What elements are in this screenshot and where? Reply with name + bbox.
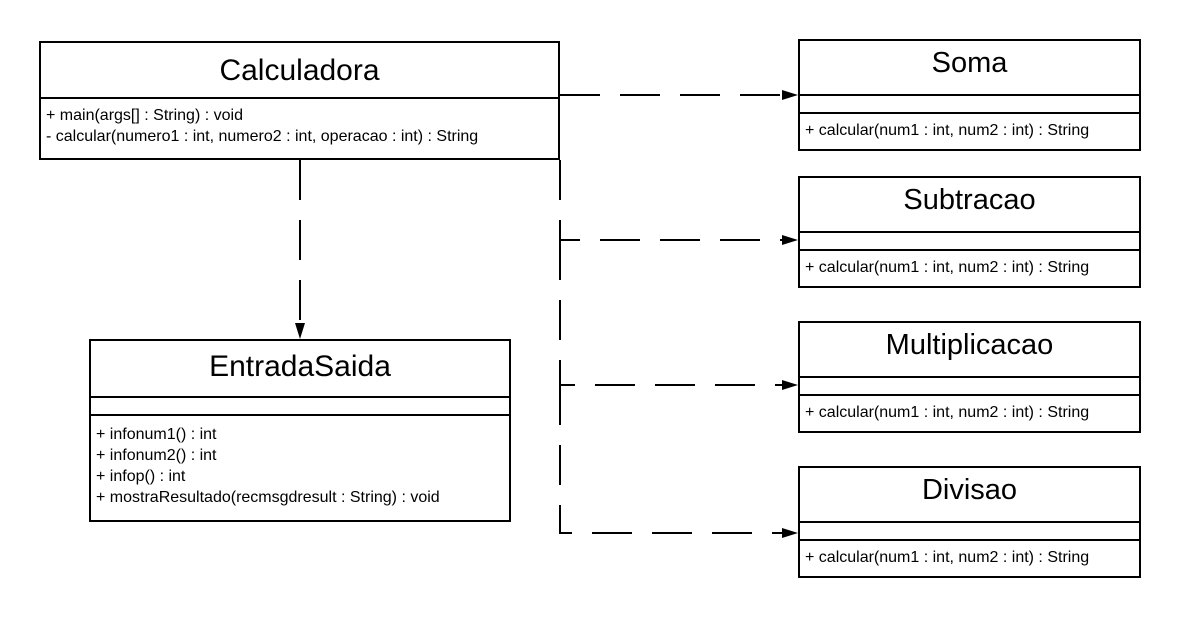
class-name: Divisao bbox=[800, 468, 1139, 523]
operation: + calcular(num1 : int, num2 : int) : Str… bbox=[805, 259, 1090, 276]
operation: + calcular(num1 : int, num2 : int) : Str… bbox=[805, 549, 1090, 566]
class-soma[interactable]: Soma + calcular(num1 : int, num2 : int) … bbox=[798, 39, 1141, 151]
operation: + calcular(num1 : int, num2 : int) : Str… bbox=[805, 404, 1090, 421]
class-multiplicacao[interactable]: Multiplicacao + calcular(num1 : int, num… bbox=[798, 321, 1141, 433]
operation: + calcular(num1 : int, num2 : int) : Str… bbox=[805, 122, 1090, 139]
operation: + infonum1() : int bbox=[96, 426, 217, 443]
attributes-compartment bbox=[91, 398, 509, 416]
operations-compartment: + main(args[] : String) : void - calcula… bbox=[41, 99, 558, 147]
class-name: Multiplicacao bbox=[800, 323, 1139, 378]
arrowhead-divisao bbox=[782, 528, 798, 538]
class-name: Subtracao bbox=[800, 178, 1139, 233]
class-name: EntradaSaida bbox=[91, 341, 509, 398]
attributes-compartment bbox=[800, 233, 1139, 251]
operation: - calcular(numero1 : int, numero2 : int,… bbox=[46, 128, 479, 145]
operations-compartment: + infonum1() : int + infonum2() : int + … bbox=[91, 416, 509, 508]
operation: + main(args[] : String) : void bbox=[46, 107, 243, 124]
operations-compartment: + calcular(num1 : int, num2 : int) : Str… bbox=[800, 541, 1139, 568]
class-calculadora[interactable]: Calculadora + main(args[] : String) : vo… bbox=[39, 41, 560, 160]
arrowhead-entradasaida bbox=[295, 323, 305, 339]
class-name: Calculadora bbox=[41, 43, 558, 99]
operation: + mostraResultado(recmsgdresult : String… bbox=[96, 489, 440, 506]
operations-compartment: + calcular(num1 : int, num2 : int) : Str… bbox=[800, 114, 1139, 141]
operations-compartment: + calcular(num1 : int, num2 : int) : Str… bbox=[800, 251, 1139, 278]
attributes-compartment bbox=[800, 523, 1139, 541]
class-subtracao[interactable]: Subtracao + calcular(num1 : int, num2 : … bbox=[798, 176, 1141, 288]
operation: + infonum2() : int bbox=[96, 447, 217, 464]
class-name: Soma bbox=[800, 41, 1139, 96]
arrowhead-soma bbox=[782, 90, 798, 100]
operation: + infop() : int bbox=[96, 468, 186, 485]
attributes-compartment bbox=[800, 96, 1139, 114]
class-entradasaida[interactable]: EntradaSaida + infonum1() : int + infonu… bbox=[89, 339, 511, 522]
operations-compartment: + calcular(num1 : int, num2 : int) : Str… bbox=[800, 396, 1139, 423]
arrowhead-subtracao bbox=[782, 235, 798, 245]
arrowhead-multiplicacao bbox=[782, 380, 798, 390]
edge-calculadora-divisao bbox=[559, 385, 785, 534]
edge-calculadora-multiplicacao bbox=[559, 240, 785, 386]
attributes-compartment bbox=[800, 378, 1139, 396]
edge-calculadora-subtracao bbox=[559, 160, 785, 241]
class-divisao[interactable]: Divisao + calcular(num1 : int, num2 : in… bbox=[798, 466, 1141, 578]
